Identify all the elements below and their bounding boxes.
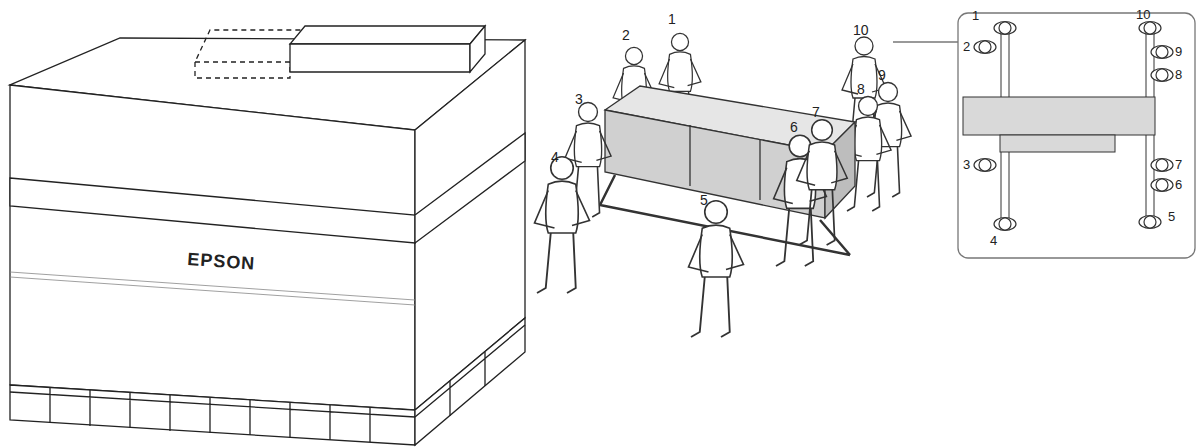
person-top: [1151, 159, 1173, 172]
shipping-crate: [10, 26, 525, 445]
person-top: [994, 22, 1016, 35]
callout-number: 7: [1175, 158, 1182, 171]
accessory-box: [290, 44, 470, 72]
person-top: [1151, 46, 1173, 59]
pallet-slats: [10, 325, 525, 442]
crate-line: [10, 272, 415, 305]
people-front: [535, 103, 848, 337]
person-top: [1151, 69, 1173, 82]
callout-number: 3: [963, 158, 970, 171]
callout-number: 7: [812, 105, 820, 119]
callout-number: 6: [790, 120, 798, 134]
person-top: [974, 159, 996, 172]
crate-front: [10, 85, 415, 410]
callout-number: 10: [1136, 8, 1150, 21]
person-top: [994, 218, 1016, 231]
printer-cover-line: [690, 125, 760, 200]
callout-number: 4: [551, 150, 559, 164]
person-top: [1151, 179, 1173, 192]
callout-number: 4: [990, 234, 997, 247]
printer-plan: [963, 97, 1155, 135]
callout-number: 8: [857, 82, 865, 96]
callout-number: 2: [963, 40, 970, 53]
person: [689, 201, 744, 337]
callout-number: 10: [853, 23, 869, 37]
person: [535, 157, 590, 293]
callout-number: 5: [700, 193, 708, 207]
crate-band: [415, 133, 525, 243]
printer-plan: [1000, 135, 1115, 152]
inset-leader: [893, 41, 958, 42]
accessory-box: [470, 26, 485, 72]
callout-number: 1: [972, 9, 979, 22]
person-top: [974, 41, 996, 54]
box-outline-dashed: [195, 30, 305, 62]
callout-number: 3: [575, 92, 583, 106]
callout-number: 9: [878, 68, 886, 82]
brand-text: EPSON: [187, 250, 256, 273]
inset-frame: [958, 13, 1195, 258]
person-top: [1139, 216, 1161, 229]
callout-number: 9: [1175, 45, 1182, 58]
callout-number: 6: [1175, 178, 1182, 191]
callout-number: 2: [622, 28, 630, 42]
pallet: [10, 385, 415, 445]
person-top: [1139, 22, 1161, 35]
callout-number: 1: [668, 12, 676, 26]
callout-number: 8: [1175, 68, 1182, 81]
box-outline-dashed: [195, 62, 290, 78]
person: [797, 120, 848, 245]
inset: [893, 13, 1195, 258]
pallet: [415, 318, 525, 445]
crate-band: [10, 178, 415, 243]
accessory-box: [290, 26, 485, 44]
callout-number: 5: [1168, 210, 1175, 223]
